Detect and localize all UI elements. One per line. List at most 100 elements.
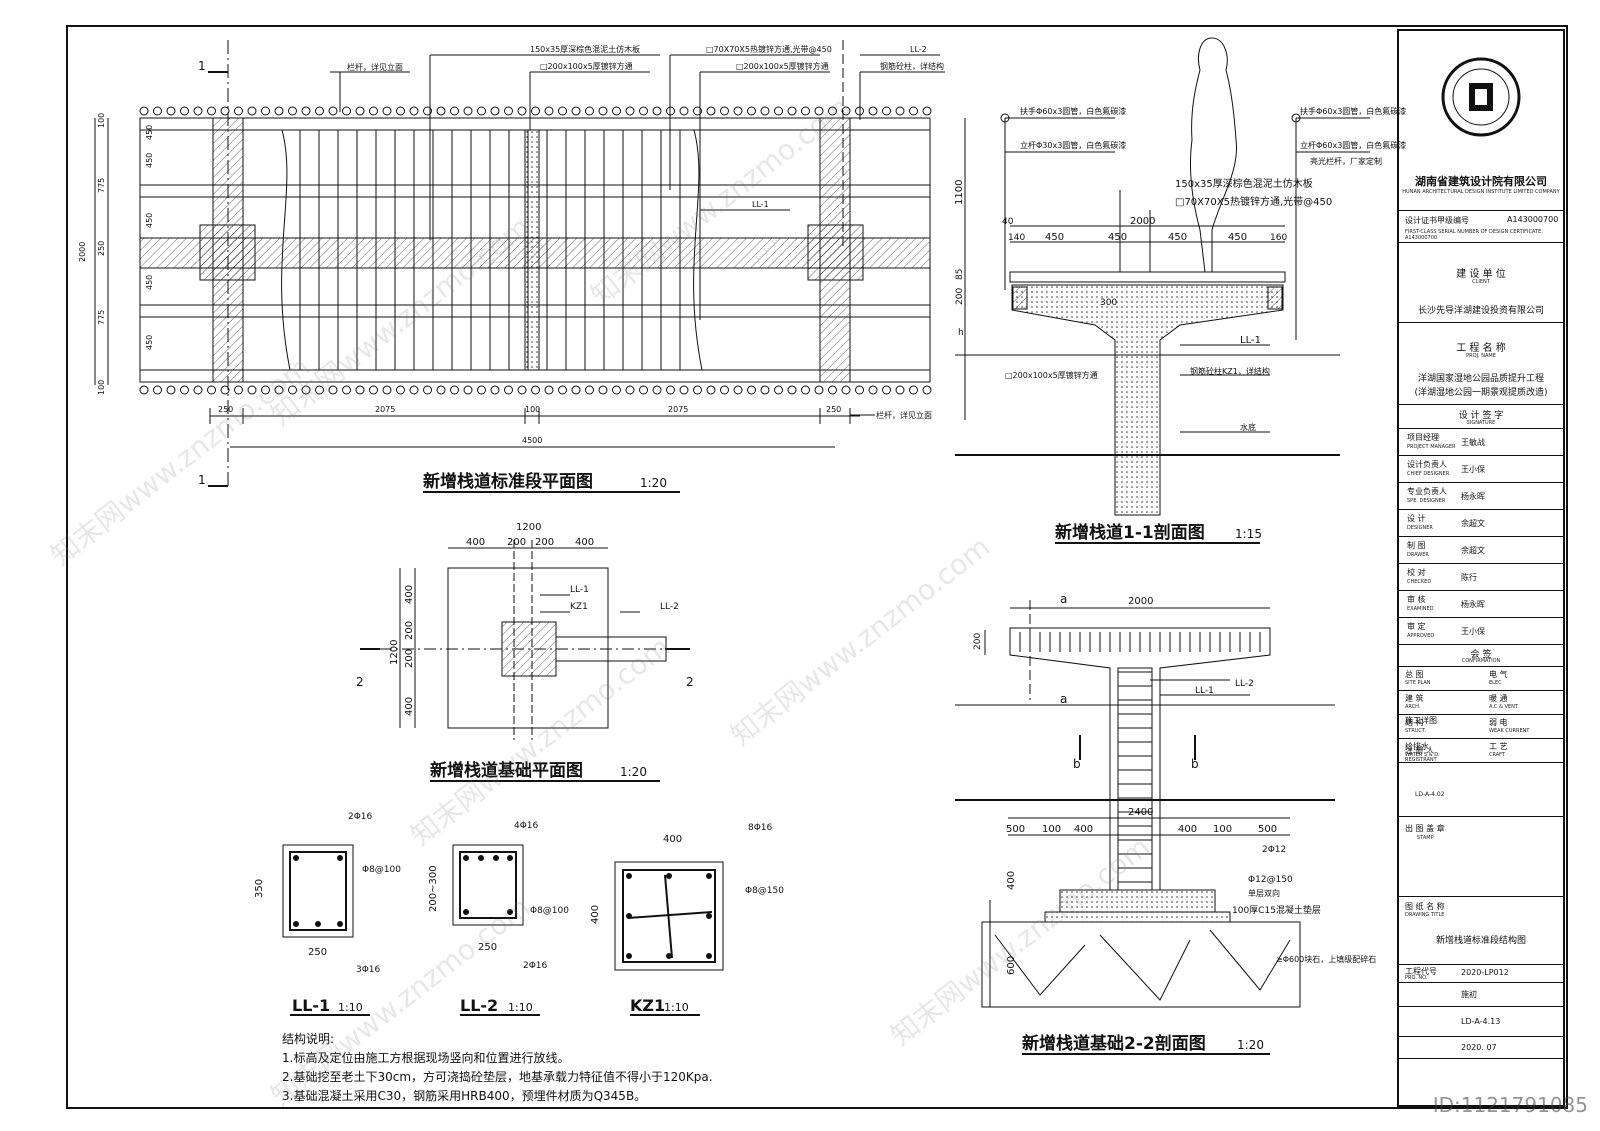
ll2-scale: 1:10 xyxy=(508,1001,533,1014)
sec-note-handrail-r: 扶手Φ60x3圆管，白色氟碳漆 xyxy=(1300,106,1406,116)
sheet-number: LD-A-4.13 xyxy=(1461,1017,1501,1026)
conf-a-en: SITE PLAN xyxy=(1405,680,1431,686)
role-cn: 项目经理 xyxy=(1407,433,1439,442)
plan-dim-b4: 250 xyxy=(826,405,841,414)
role-en: APPROVED xyxy=(1407,633,1435,639)
ll2-bot-rebar: 2Φ16 xyxy=(523,961,548,971)
role-en: DRAWER xyxy=(1407,552,1429,558)
date-cell: 2020. 07 xyxy=(1399,1037,1563,1059)
fs-dim-600: 600 xyxy=(1006,956,1017,975)
sec-dim-450d: 450 xyxy=(1228,232,1247,243)
projno-value: 2020-LP012 xyxy=(1461,968,1509,977)
company-cell: 湖南省建筑设计院有限公司 HUNAN ARCHITECTURAL DESIGN … xyxy=(1399,31,1563,211)
section11-title: 新增栈道1-1剖面图 xyxy=(1055,522,1205,543)
sec-dim-1100: 1100 xyxy=(954,180,965,205)
conf-a: 给排水 xyxy=(1405,742,1429,751)
sec-dim-40: 40 xyxy=(1002,217,1014,227)
ll2-height: 200~300 xyxy=(428,865,439,912)
fs-dim-2000: 2000 xyxy=(1128,596,1153,607)
fs-dim-200: 200 xyxy=(973,633,983,650)
role-person: 杨永晖 xyxy=(1461,492,1485,501)
sec-note-handrail-l: 扶手Φ60x3圆管，白色氟碳漆 xyxy=(1020,106,1126,116)
conf-a-en: STRUCT. xyxy=(1405,728,1426,734)
ll2-top-rebar: 4Φ16 xyxy=(514,821,539,831)
client-cell: 建 设 单 位 CLIENT 长沙先导洋湖建设投资有限公司 xyxy=(1399,243,1563,323)
fs-dim-b1: 100 xyxy=(1042,824,1061,835)
plan-note-ll1: LL-1 xyxy=(752,200,769,209)
sheet-frame xyxy=(66,25,1568,1109)
structural-notes: 结构说明: 1.标高及定位由施工方根据现场竖向和位置进行放线。 2.基础挖至老土… xyxy=(282,1030,713,1106)
role-en: EXAMINED xyxy=(1407,606,1434,612)
fs-ll2: LL-2 xyxy=(1235,679,1254,689)
sec-note-bottom: 水底 xyxy=(1240,422,1256,432)
role-cn: 制 图 xyxy=(1407,541,1426,550)
registrant-en: REGISTRANT xyxy=(1405,757,1437,763)
drawing-title-cell: 图 纸 名 称 DRAWING TITLE 新增栈道标准段结构图 xyxy=(1399,897,1563,965)
fp-dim-t0: 400 xyxy=(466,537,485,548)
sec-note-board: 150x35厚深棕色混泥土仿木板 xyxy=(1175,177,1313,190)
role-person: 余超文 xyxy=(1461,519,1485,528)
role-cn: 审 定 xyxy=(1407,622,1426,631)
client-en: CLIENT xyxy=(1472,279,1490,285)
ll1-width: 250 xyxy=(308,947,327,958)
fp-dim-t3: 400 xyxy=(575,537,594,548)
plan-title: 新增栈道标准段平面图 xyxy=(423,471,593,492)
note-1: 1.标高及定位由施工方根据现场竖向和位置进行放线。 xyxy=(282,1051,570,1065)
sec-note-column: 钢筋砼柱KZ1，详结构 xyxy=(1190,366,1270,376)
section11-scale: 1:15 xyxy=(1235,527,1262,541)
fs-cut-b1: b xyxy=(1073,757,1081,771)
role-cn: 校 对 xyxy=(1407,568,1426,577)
plan-dim-l1: 775 xyxy=(97,178,106,193)
sec-dim-300: 300 xyxy=(1100,298,1117,308)
fs-rebar-1: 2Φ12 xyxy=(1262,845,1286,855)
found-plan-scale: 1:20 xyxy=(620,765,647,779)
signature-label: 设 计 签 字 xyxy=(1458,411,1504,421)
signature-header: 设 计 签 字 SIGNATURE xyxy=(1399,405,1563,429)
sec-note-post-l: 立杆Φ30x3圆管，白色氟碳漆 xyxy=(1020,140,1126,150)
sec-dim-85: 85 xyxy=(955,269,965,280)
sec-dim-140: 140 xyxy=(1008,233,1025,243)
fs-stone: ≥Φ600块石，上填级配碎石 xyxy=(1276,954,1376,964)
fs-ll1: LL-1 xyxy=(1195,686,1214,696)
plan-note-tube: □200x100x5厚镀锌方通 xyxy=(540,61,633,71)
role-en: DESIGNER xyxy=(1407,525,1433,531)
fp-dim-t2: 200 xyxy=(535,537,554,548)
plan-dim-l5: 775 xyxy=(97,310,106,325)
drawing-title-label: 图 纸 名 称 xyxy=(1405,902,1445,911)
fp-ll2: LL-2 xyxy=(660,602,679,612)
kz1-scale: 1:10 xyxy=(664,1001,689,1014)
sec-dim-200: 200 xyxy=(955,288,965,305)
conf-b-en: CRAFT xyxy=(1489,752,1506,758)
kz1-title: KZ1 xyxy=(630,996,665,1015)
fp-ll1: LL-1 xyxy=(570,585,589,595)
role-person: 陈行 xyxy=(1461,573,1477,582)
conf-b-en: A.C & VENT. xyxy=(1489,704,1519,710)
plan-note-column: 钢筋砼柱，详结构 xyxy=(880,61,944,71)
kz1-height: 400 xyxy=(590,905,601,924)
project-name-1: 洋湖国家湿地公园品质提升工程 xyxy=(1417,374,1544,384)
ll1-scale: 1:10 xyxy=(338,1001,363,1014)
drawing-title: 新增栈道标准段结构图 xyxy=(1435,936,1526,946)
fs-cushion: 100厚C15混凝土垫层 xyxy=(1232,904,1321,916)
role-cn: 审 核 xyxy=(1407,595,1426,604)
company-logo-icon xyxy=(1441,57,1521,137)
fp-dim-t1: 200 xyxy=(507,537,526,548)
cert-number: A143000700 xyxy=(1507,215,1559,224)
conf-b-en: WEAK CURRENT xyxy=(1489,728,1530,734)
cert-en: FIRST-CLASS SERIAL NUMBER OF DESIGN CERT… xyxy=(1405,229,1543,241)
foundation-section-2-2 xyxy=(955,600,1335,1008)
registrant-label: 注 册 人 xyxy=(1405,746,1435,755)
fs-dim-b4: 100 xyxy=(1213,824,1232,835)
plan-dim-total: 2000 xyxy=(78,242,87,262)
confirmation-en: CONFIRMATION xyxy=(1461,658,1501,664)
kz1-rebar: 8Φ16 xyxy=(748,823,773,833)
cert-cell: 设计证书甲级编号 A143000700 FIRST-CLASS SERIAL N… xyxy=(1399,211,1563,243)
ll2-stirrup: Φ8@100 xyxy=(530,906,569,916)
ll1-height: 350 xyxy=(254,879,265,898)
fp-dim-ltotal: 1200 xyxy=(389,640,400,665)
found-section-scale: 1:20 xyxy=(1237,1038,1264,1052)
stamp-en: STAMP xyxy=(1417,835,1434,841)
